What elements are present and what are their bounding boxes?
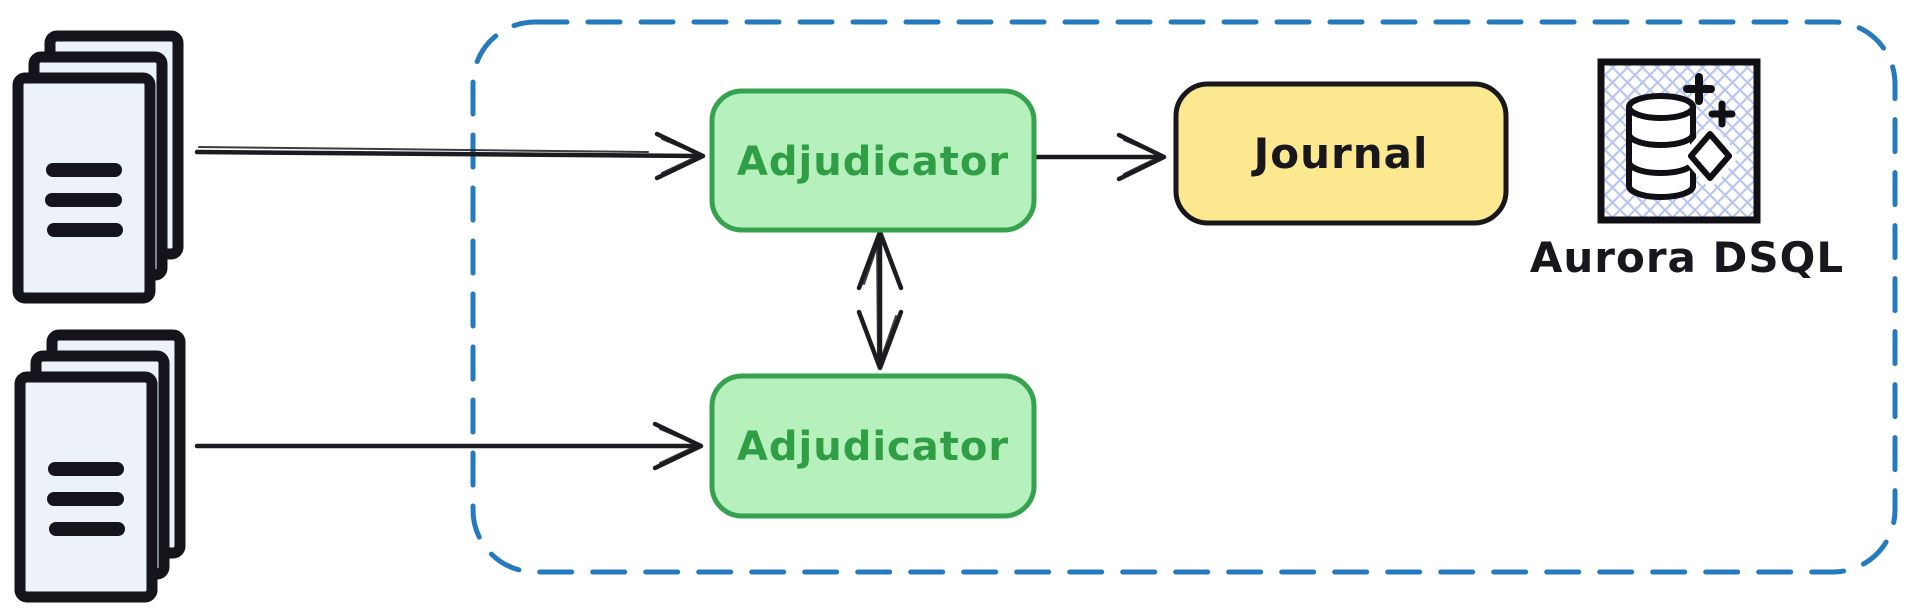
- aurora-dsql-label: Aurora DSQL: [1530, 233, 1844, 282]
- node-adjudicator-bottom: Adjudicator: [709, 373, 1037, 519]
- node-adjudicator-top: Adjudicator: [709, 88, 1037, 233]
- database-cylinder-icon: [1626, 93, 1696, 200]
- dashed-boundary-box: [470, 19, 1898, 575]
- adjudicator-top-label: Adjudicator: [737, 139, 1009, 185]
- arrow-bottom-docs-to-adjudicator: [194, 421, 704, 471]
- arrowhead-down-icon: [856, 309, 904, 371]
- document-stack-top: [12, 30, 184, 304]
- arrowhead-icon: [1116, 132, 1167, 182]
- arrow-top-docs-to-adjudicator: [194, 131, 706, 181]
- diamond-icon: [1683, 126, 1737, 186]
- document-text-line: [47, 223, 123, 237]
- document-page-front: [12, 72, 156, 304]
- arrowhead-icon: [652, 421, 704, 471]
- document-page-front: [14, 371, 158, 603]
- arrow-adjudicator-to-journal: [1033, 132, 1167, 182]
- document-text-line: [47, 492, 124, 506]
- arrowhead-icon: [654, 131, 706, 181]
- node-journal: Journal: [1173, 81, 1509, 226]
- document-text-line: [48, 462, 124, 476]
- document-text-line: [49, 522, 125, 536]
- sparkle-plus-icon: [1683, 73, 1736, 128]
- document-text-line: [46, 163, 122, 177]
- arrow-adjudicator-two-way: [856, 229, 904, 371]
- document-text-line: [45, 193, 122, 207]
- adjudicator-bottom-label: Adjudicator: [737, 424, 1009, 470]
- document-stack-bottom: [14, 329, 186, 603]
- journal-label: Journal: [1251, 129, 1429, 178]
- aurora-dsql-database-icon: [1597, 58, 1761, 224]
